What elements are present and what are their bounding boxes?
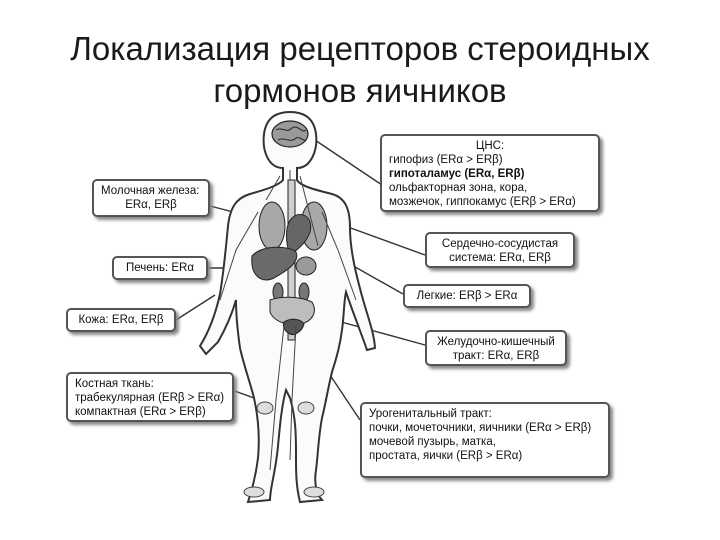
urogenital-line-1: Урогенитальный тракт:	[369, 408, 492, 420]
cns-line-1: гипофиз (ERα > ERβ)	[389, 154, 503, 166]
bone-line-3: компактная (ERα > ERβ)	[75, 406, 206, 418]
cns-line-4: мозжечок, гиппокамус (ERβ > ERα)	[389, 196, 576, 208]
urogenital-line-4: простата, яички (ERβ > ERα)	[369, 450, 523, 462]
callout-bone: Костная ткань: трабекулярная (ERβ > ERα)…	[66, 372, 234, 422]
liver-line-1: Печень: ERα	[125, 262, 195, 274]
cardio-line-2: система: ERα, ERβ	[449, 252, 551, 264]
intestines	[269, 296, 315, 325]
bladder	[283, 318, 305, 335]
skin-line-1: Кожа: ERα, ERβ	[78, 314, 164, 326]
breast-line-2: ERα, ERβ	[125, 199, 177, 211]
bone-line-2: трабекулярная (ERβ > ERα)	[75, 392, 225, 404]
connector-skin	[175, 294, 216, 321]
title-line-2: гормонов яичников	[213, 72, 507, 109]
callout-cardio: Сердечно-сосудистая система: ERα, ERβ	[425, 232, 575, 268]
vessels	[219, 170, 357, 471]
bone-line-1: Костная ткань:	[75, 378, 154, 390]
callout-urogenital: Урогенитальный тракт: почки, мочеточники…	[360, 402, 610, 478]
cns-line-3: ольфакторная зона, кора,	[389, 182, 528, 194]
stomach	[295, 256, 317, 276]
gi-line-2: тракт: ERα, ERβ	[452, 350, 540, 362]
joints	[243, 401, 325, 498]
brain	[271, 120, 309, 148]
callout-liver: Печень: ERα	[112, 256, 208, 280]
callout-lungs: Легкие: ERβ > ERα	[403, 284, 531, 308]
title-line-1: Локализация рецепторов стероидных	[70, 30, 650, 67]
callout-breast: Молочная железа: ERα, ERβ	[92, 179, 210, 217]
urogenital-line-3: мочевой пузырь, матка,	[369, 436, 496, 448]
heart	[286, 214, 312, 257]
callout-cns: ЦНС: гипофиз (ERα > ERβ) гипоталамус (ER…	[380, 134, 600, 212]
breast-line-1: Молочная железа:	[101, 185, 200, 197]
urogenital-line-2: почки, мочеточники, яичники (ERα > ERβ)	[369, 422, 592, 434]
cardio-line-1: Сердечно-сосудистая	[441, 238, 559, 250]
lung-left	[258, 201, 286, 251]
cns-line-2: гипоталамус (ERα, ERβ)	[389, 168, 525, 180]
cns-header: ЦНС:	[475, 140, 505, 152]
lungs-line-1: Легкие: ERβ > ERα	[416, 290, 518, 302]
callout-gi: Желудочно-кишечный тракт: ERα, ERβ	[425, 330, 567, 366]
gi-line-1: Желудочно-кишечный	[437, 336, 555, 348]
callout-skin: Кожа: ERα, ERβ	[66, 308, 176, 332]
organs	[251, 179, 328, 341]
slide-title: Локализация рецепторов стероидных гормон…	[0, 28, 720, 112]
liver	[251, 246, 298, 281]
